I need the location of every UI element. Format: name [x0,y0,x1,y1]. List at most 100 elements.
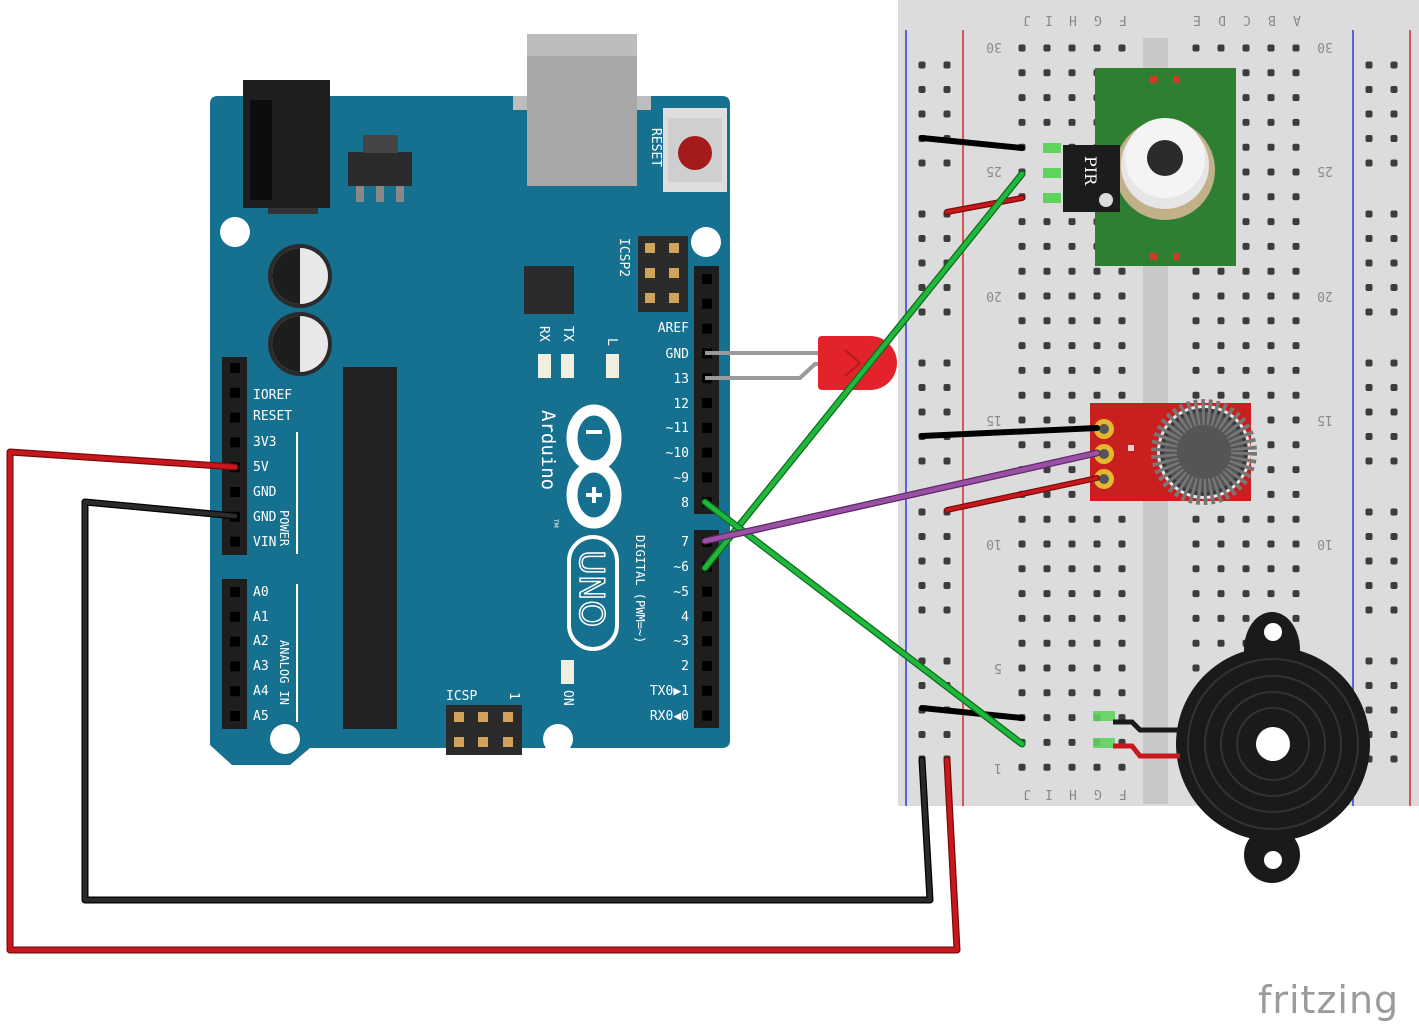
sound-sensor [1090,399,1257,505]
breadboard-hole [1242,218,1250,226]
breadboard-hole [1242,94,1250,102]
breadboard-hole [1242,515,1250,523]
pin-label-13: 13 [673,372,689,387]
reset-button[interactable] [663,108,727,192]
breadboard-hole [918,557,926,565]
breadboard-hole [1267,44,1275,52]
breadboard-hole [918,457,926,465]
breadboard-hole [1267,292,1275,300]
breadboard-hole [1242,193,1250,201]
breadboard-hole [1093,292,1101,300]
breadboard-hole [943,284,951,291]
breadboard-hole [1118,763,1126,771]
pin-label-vin: VIN [253,535,276,550]
breadboard-hole [1390,706,1398,714]
breadboard-hole [943,457,951,465]
breadboard-hole [1068,342,1076,350]
breadboard-hole [1118,317,1126,325]
header-pin-hole [230,363,240,373]
breadboard-hole [1390,210,1398,218]
breadboard-hole [1267,515,1275,523]
breadboard-hole [1292,242,1300,250]
bb-col-H-bottom: H [1069,786,1077,801]
bb-row-30-right: 30 [1317,39,1333,54]
breadboard-hole [1118,590,1126,598]
breadboard-hole [1068,714,1076,722]
pin-label-0: RX0◀0 [650,709,689,724]
breadboard-hole [1118,565,1126,573]
reset-label: RESET [648,128,663,167]
bb-col-C: C [1243,12,1251,27]
breadboard-hole [1118,614,1126,622]
breadboard-hole [1093,614,1101,622]
breadboard-hole [1365,433,1373,440]
breadboard-hole [943,731,951,738]
breadboard-hole [1267,540,1275,548]
breadboard-hole [1365,86,1373,93]
breadboard-hole [1018,565,1026,573]
breadboard-hole [1365,508,1373,516]
breadboard-hole [1093,515,1101,523]
breadboard-hole [1390,533,1398,540]
breadboard-hole [1217,639,1225,647]
breadboard-hole [1217,590,1225,598]
breadboard-hole [1390,582,1398,589]
wire-pir-gnd [919,135,1025,151]
header-pin-hole [702,586,712,597]
wires [6,135,1101,954]
breadboard-hole [1242,317,1250,325]
header-pin-hole [230,487,240,497]
header-pin-hole [702,298,712,309]
breadboard-hole [1192,267,1200,275]
breadboard-hole [1292,193,1300,201]
breadboard-hole [1267,317,1275,325]
breadboard-hole [918,384,926,391]
wire-mic-gnd [919,425,1100,439]
breadboard-hole [1390,159,1398,167]
header-pin-hole [702,685,712,696]
breadboard-hole [1192,366,1200,374]
analog-header-label: ANALOG IN [277,640,291,705]
breadboard-hole [1192,614,1200,622]
breadboard-hole [1043,689,1051,697]
breadboard-hole [943,657,951,665]
breadboard-hole [1068,69,1076,77]
breadboard-hole [1267,366,1275,374]
breadboard-hole [1068,366,1076,374]
breadboard-hole [1217,317,1225,325]
breadboard-hole [1365,706,1373,714]
breadboard-hole [1068,490,1076,498]
breadboard-hole [1390,606,1398,614]
bb-col-A: A [1293,12,1301,27]
breadboard-hole [1365,308,1373,316]
breadboard-hole [918,682,926,689]
breadboard-hole [1292,590,1300,598]
trademark-label: TM [552,518,559,528]
pin-label-6: ~6 [673,560,689,575]
breadboard-hole [1267,193,1275,201]
breadboard-hole [918,110,926,118]
breadboard-hole [1043,267,1051,275]
breadboard-hole [1390,682,1398,689]
breadboard-hole [1292,441,1300,449]
breadboard-hole [1267,218,1275,226]
bb-col-F: F [1119,12,1127,27]
breadboard-hole [1292,218,1300,226]
on-label: ON [560,690,575,706]
piezo-buzzer [1093,612,1370,883]
breadboard-hole [1292,366,1300,374]
wire-buzzer-gnd [919,705,1025,721]
breadboard-hole [1093,267,1101,275]
breadboard-hole [1242,118,1250,126]
breadboard-hole [1267,168,1275,176]
breadboard-hole [1365,359,1373,367]
breadboard-column-letters: J I H G F E D C B A J I H G F [1023,12,1301,801]
breadboard-hole [1043,738,1051,746]
breadboard-hole [1018,391,1026,399]
bb-col-G-bottom: G [1094,786,1102,801]
breadboard-hole [1242,540,1250,548]
breadboard-hole [1292,614,1300,622]
breadboard-hole [918,61,926,69]
header-pin-hole [702,611,712,622]
pin-label-gnd-2: GND [253,510,277,525]
